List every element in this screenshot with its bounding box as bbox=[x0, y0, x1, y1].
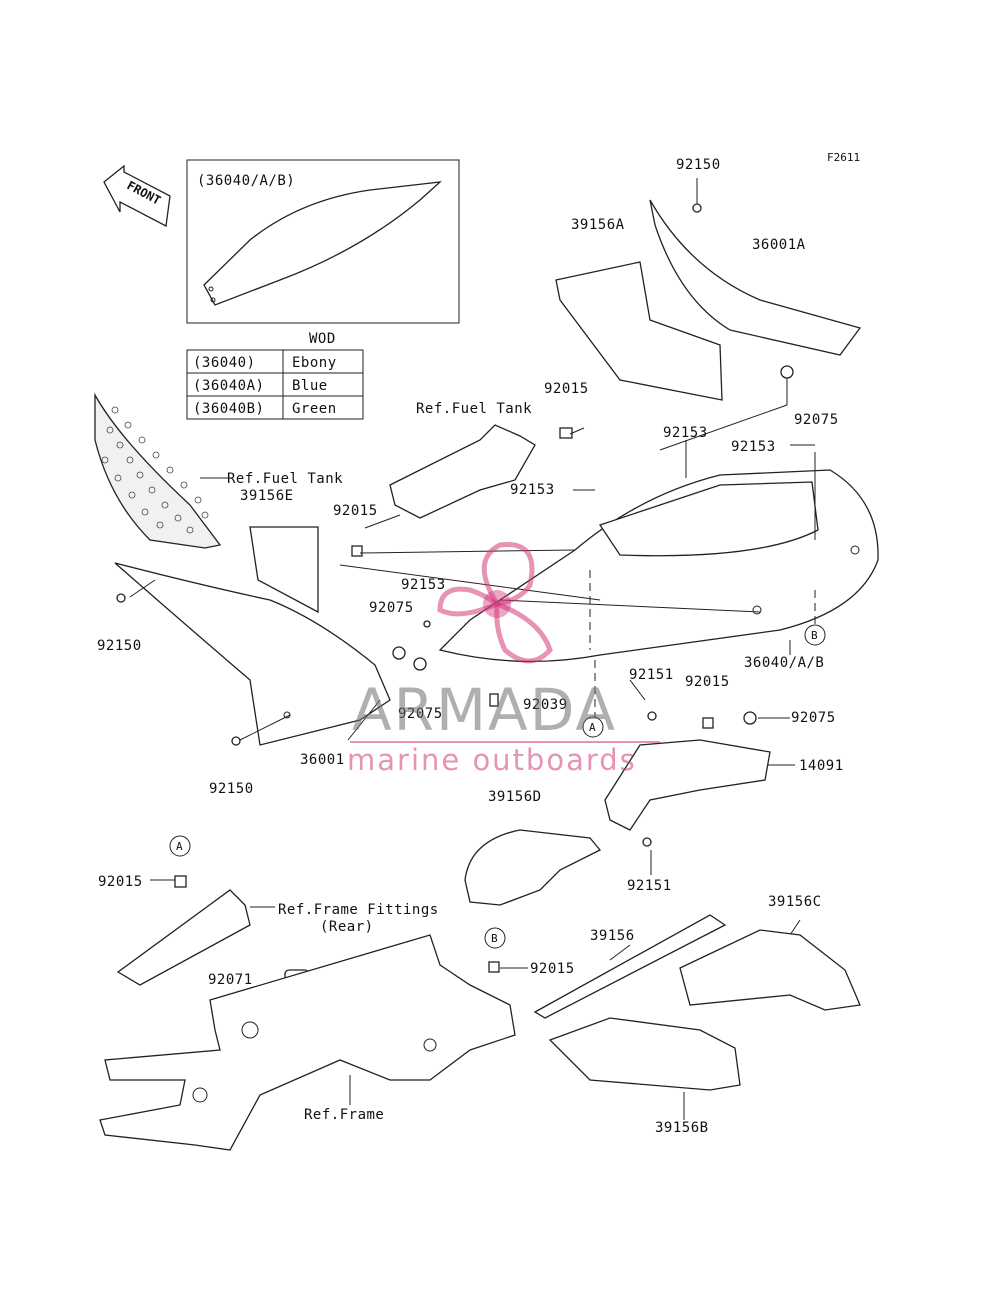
part-label: 92150 bbox=[97, 638, 142, 654]
svg-text:B: B bbox=[811, 629, 818, 642]
part-label: 92153 bbox=[510, 482, 555, 498]
color-table: WOD (36040) Ebony (36040A) Blue (36040B)… bbox=[186, 331, 364, 420]
part-label: 39156E bbox=[240, 488, 294, 504]
ref-label: (Rear) bbox=[320, 919, 374, 935]
color-table-color: Blue bbox=[292, 378, 328, 394]
strip-39156 bbox=[533, 914, 727, 1019]
bolt-icon bbox=[423, 620, 431, 628]
part-label: 39156C bbox=[768, 894, 822, 910]
part-label: 92153 bbox=[663, 425, 708, 441]
color-table-color: Ebony bbox=[292, 355, 337, 371]
svg-text:B: B bbox=[491, 932, 498, 945]
part-label: 92015 bbox=[685, 674, 730, 690]
callout-a: A bbox=[169, 835, 191, 857]
grommet-icon bbox=[780, 365, 794, 379]
part-label: 92150 bbox=[209, 781, 254, 797]
part-label: 92015 bbox=[544, 381, 589, 397]
inset-label: (36040/A/B) bbox=[197, 173, 295, 189]
side-cover-36001 bbox=[114, 562, 391, 746]
callout-a: A bbox=[582, 716, 604, 738]
part-labels: 92150 39156A 36001A 92075 92015 Ref.Fuel… bbox=[97, 157, 844, 1136]
inset-cowl-part bbox=[203, 181, 442, 306]
watermark-brand: ARMADA bbox=[352, 676, 617, 744]
watermark-tagline: marine outboards bbox=[347, 743, 637, 777]
grommet-icon bbox=[413, 657, 427, 671]
pad-39156D bbox=[464, 829, 602, 906]
part-label: 39156A bbox=[571, 217, 625, 233]
collar-icon bbox=[174, 875, 187, 888]
inset-box: (36040/A/B) bbox=[186, 159, 460, 324]
part-label: 92015 bbox=[98, 874, 143, 890]
part-label: 92075 bbox=[369, 600, 414, 616]
svg-text:A: A bbox=[589, 721, 596, 734]
mesh-side-panel bbox=[94, 392, 222, 549]
callout-b: B bbox=[484, 927, 506, 949]
bracket-14091 bbox=[604, 739, 771, 831]
part-label: 39156 bbox=[590, 928, 635, 944]
part-label: 92015 bbox=[530, 961, 575, 977]
part-label: 92015 bbox=[333, 503, 378, 519]
part-label: 92153 bbox=[731, 439, 776, 455]
ref-label: Ref.Frame bbox=[304, 1107, 384, 1123]
figure-code: F2611 bbox=[827, 151, 860, 164]
part-label: 92075 bbox=[791, 710, 836, 726]
part-label: 39156B bbox=[655, 1120, 709, 1136]
pad-39156A bbox=[555, 261, 723, 401]
pad-39156B bbox=[548, 1017, 741, 1091]
fuel-tank-bracket bbox=[389, 424, 536, 519]
cover-36001A bbox=[649, 199, 862, 356]
rear-frame bbox=[99, 934, 516, 1151]
part-label: 92151 bbox=[629, 667, 674, 683]
collar-icon bbox=[488, 961, 500, 973]
collar-icon bbox=[351, 545, 363, 557]
bolt-icon bbox=[116, 593, 126, 603]
svg-text:A: A bbox=[176, 840, 183, 853]
bolt-icon bbox=[231, 736, 241, 746]
color-table-color: Green bbox=[292, 401, 337, 417]
grommet-icon bbox=[392, 646, 406, 660]
part-label: 14091 bbox=[799, 758, 844, 774]
part-label: 92151 bbox=[627, 878, 672, 894]
color-table-header: WOD bbox=[309, 331, 336, 347]
collar-icon bbox=[559, 427, 573, 439]
part-label: 36001A bbox=[752, 237, 806, 253]
color-table-code: (36040A) bbox=[193, 378, 264, 394]
grommet-icon bbox=[743, 711, 757, 725]
collar-icon bbox=[702, 717, 714, 729]
pad-39156C bbox=[679, 929, 861, 1011]
ref-label: Ref.Frame Fittings bbox=[278, 902, 439, 918]
color-table-code: (36040B) bbox=[193, 401, 264, 417]
propeller-logo-icon bbox=[437, 542, 553, 664]
front-arrow-icon: FRONT bbox=[103, 164, 171, 228]
part-label: 36001 bbox=[300, 752, 345, 768]
part-label: 92071 bbox=[208, 972, 253, 988]
callout-b: B bbox=[804, 624, 826, 646]
frame-fitting-rail bbox=[116, 889, 251, 986]
pad-39156E bbox=[249, 526, 319, 614]
bolt-icon bbox=[489, 693, 499, 707]
color-table-code: (36040) bbox=[193, 355, 256, 371]
ref-label: Ref.Fuel Tank bbox=[227, 471, 343, 487]
mesh-holes bbox=[101, 406, 209, 534]
watermark-logo: ARMADA marine outboards bbox=[347, 542, 660, 777]
part-label: 92153 bbox=[401, 577, 446, 593]
bolt-icon bbox=[642, 837, 652, 847]
part-label: 92075 bbox=[794, 412, 839, 428]
part-label: 36040/A/B bbox=[744, 655, 824, 671]
part-label: 92039 bbox=[523, 697, 568, 713]
part-label: 92150 bbox=[676, 157, 721, 173]
part-label: 92075 bbox=[398, 706, 443, 722]
tail-cowl-seat-opening bbox=[598, 481, 819, 557]
bolt-icon bbox=[647, 711, 657, 721]
ref-label: Ref.Fuel Tank bbox=[416, 401, 532, 417]
part-label: 39156D bbox=[488, 789, 542, 805]
bolt-icon bbox=[692, 203, 702, 213]
